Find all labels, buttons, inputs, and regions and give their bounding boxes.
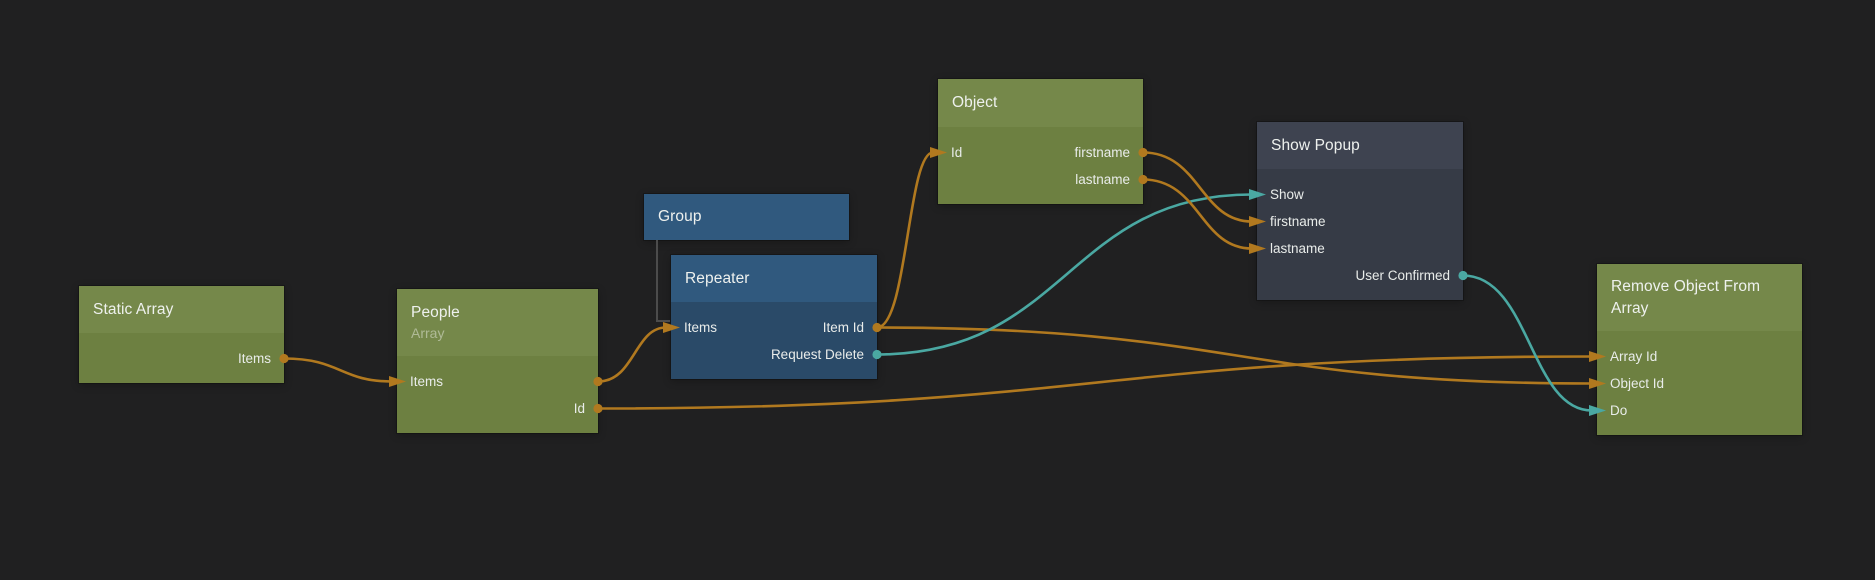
output-port-label[interactable]: lastname: [1075, 172, 1130, 187]
node-title: Static Array: [93, 300, 174, 318]
port-row: User Confirmed: [1257, 262, 1463, 289]
input-port-label[interactable]: Items: [684, 320, 718, 335]
port-row: Show: [1257, 181, 1463, 208]
connection-wire[interactable]: [282, 357, 394, 383]
node-header[interactable]: Object: [938, 79, 1143, 127]
node-header[interactable]: Static Array: [79, 286, 284, 333]
port-row: Array Id: [1597, 343, 1802, 370]
node-header[interactable]: Remove Object From Array: [1597, 264, 1802, 331]
node-body: Id firstname lastname: [938, 127, 1143, 204]
node-group[interactable]: Group: [644, 194, 849, 240]
node-body: Array Id Object Id Do: [1597, 331, 1802, 435]
node-title: Object: [952, 94, 998, 111]
node-title: Show Popup: [1271, 136, 1360, 154]
input-port-label[interactable]: Items: [410, 374, 444, 389]
connection-wire[interactable]: [1461, 274, 1594, 412]
connection-wire[interactable]: [596, 326, 668, 383]
node-header[interactable]: Show Popup: [1257, 122, 1463, 169]
child-connection-link[interactable]: [656, 240, 670, 322]
port-row: Items Item Id: [671, 314, 877, 341]
node-header[interactable]: Group: [644, 194, 849, 240]
port-row: lastname: [938, 166, 1143, 193]
connection-wire[interactable]: [875, 151, 935, 329]
node-title: Group: [658, 208, 702, 225]
node-body: Items: [79, 333, 284, 383]
port-row: Id firstname: [938, 139, 1143, 166]
port-row: Items: [79, 345, 284, 372]
input-port-label[interactable]: Id: [951, 145, 963, 160]
input-port-label[interactable]: lastname: [1270, 241, 1325, 256]
node-body: Items Item Id Request Delete: [671, 302, 877, 379]
input-port-label[interactable]: Array Id: [1610, 349, 1658, 364]
port-row: firstname: [1257, 208, 1463, 235]
input-port-label[interactable]: Object Id: [1610, 376, 1665, 391]
node-subtitle: Array: [411, 325, 445, 342]
input-port-label[interactable]: Show: [1270, 187, 1304, 202]
node-title: Repeater: [685, 269, 750, 287]
port-row: Do: [1597, 397, 1802, 424]
output-port-label[interactable]: Request Delete: [770, 347, 864, 362]
connection-wire[interactable]: [1141, 178, 1254, 250]
port-row: lastname: [1257, 235, 1463, 262]
input-port-label[interactable]: firstname: [1270, 214, 1326, 229]
port-row: Object Id: [1597, 370, 1802, 397]
node-title: Remove Object From Array: [1611, 277, 1761, 317]
port-row: Items: [397, 368, 598, 395]
port-row: Request Delete: [671, 341, 877, 368]
connection-wire[interactable]: [875, 193, 1254, 356]
input-port-label[interactable]: Do: [1610, 403, 1628, 418]
output-port-label[interactable]: Items: [237, 351, 271, 366]
port-row: Id: [397, 395, 598, 422]
output-port-label[interactable]: Id: [573, 401, 585, 416]
node-header[interactable]: Repeater: [671, 255, 877, 302]
node-title: People: [411, 304, 460, 322]
output-port-label[interactable]: Item Id: [822, 320, 864, 335]
output-port-label[interactable]: firstname: [1074, 145, 1130, 160]
connection-wire[interactable]: [875, 326, 1594, 385]
connection-wire[interactable]: [1141, 151, 1254, 223]
output-port-label[interactable]: User Confirmed: [1355, 268, 1450, 283]
